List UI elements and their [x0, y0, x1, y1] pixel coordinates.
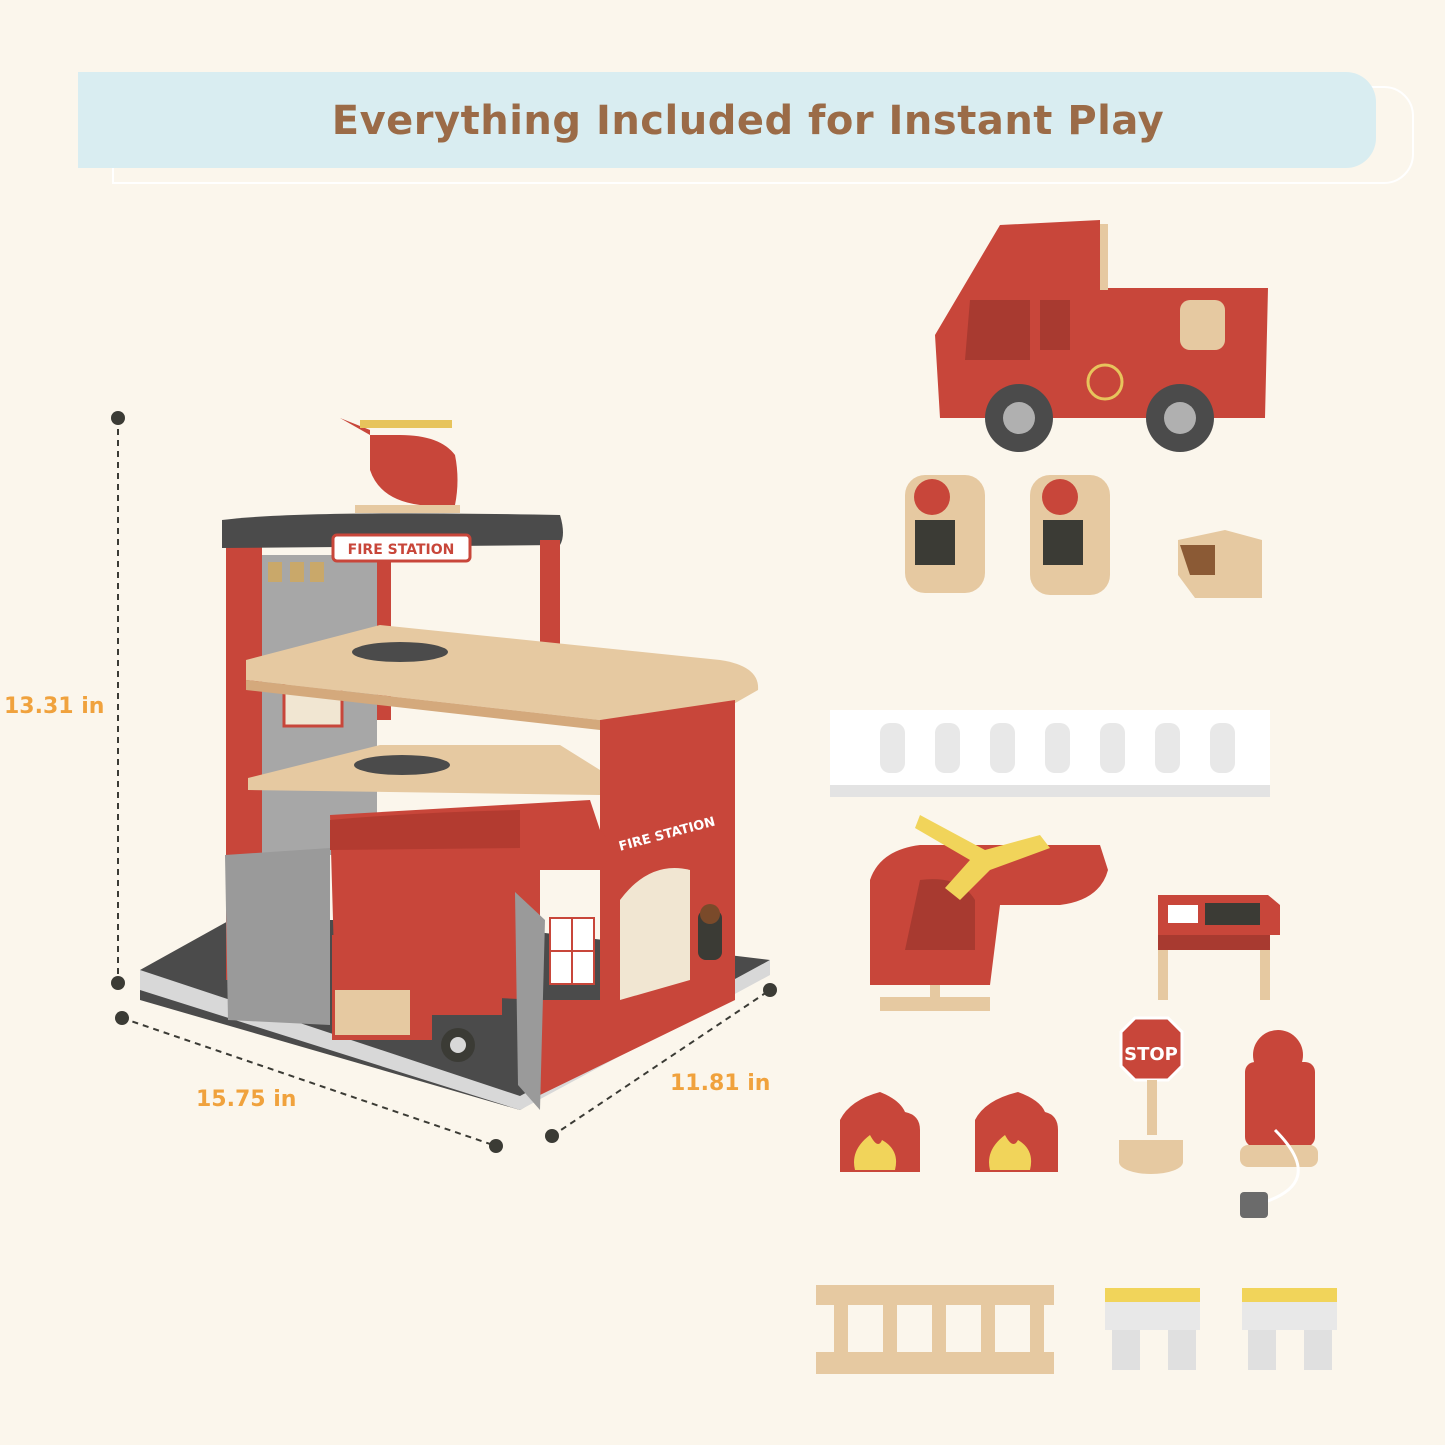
stop-sign-text: STOP: [1124, 1044, 1178, 1065]
depth-label: 11.81 in: [670, 1071, 771, 1096]
fire-hydrant-toy: [1240, 1030, 1318, 1218]
stop-sign-toy: STOP: [1119, 1016, 1184, 1174]
control-desk: [1158, 895, 1280, 1000]
helicopter-toy: [870, 815, 1108, 1011]
road-barriers: [1105, 1288, 1337, 1370]
firefighter-figures: [905, 475, 1110, 595]
wooden-ladder: [816, 1285, 1054, 1374]
roof-sign-text: FIRE STATION: [348, 542, 455, 558]
fire-station-playset: FIRE STATION FIRE STATION: [140, 418, 770, 1110]
white-ladder: [830, 710, 1270, 797]
flame-blocks: [840, 1092, 1058, 1172]
banner: [78, 72, 1376, 168]
fire-truck-toy: [935, 220, 1268, 452]
page-title: Everything Included for Instant Play: [331, 98, 1165, 144]
dimension-dots: [111, 411, 777, 1153]
dimension-lines: [117, 418, 771, 1147]
width-label: 15.75 in: [196, 1087, 297, 1112]
height-label: 13.31 in: [4, 694, 105, 719]
dog-figure: [1178, 530, 1262, 598]
